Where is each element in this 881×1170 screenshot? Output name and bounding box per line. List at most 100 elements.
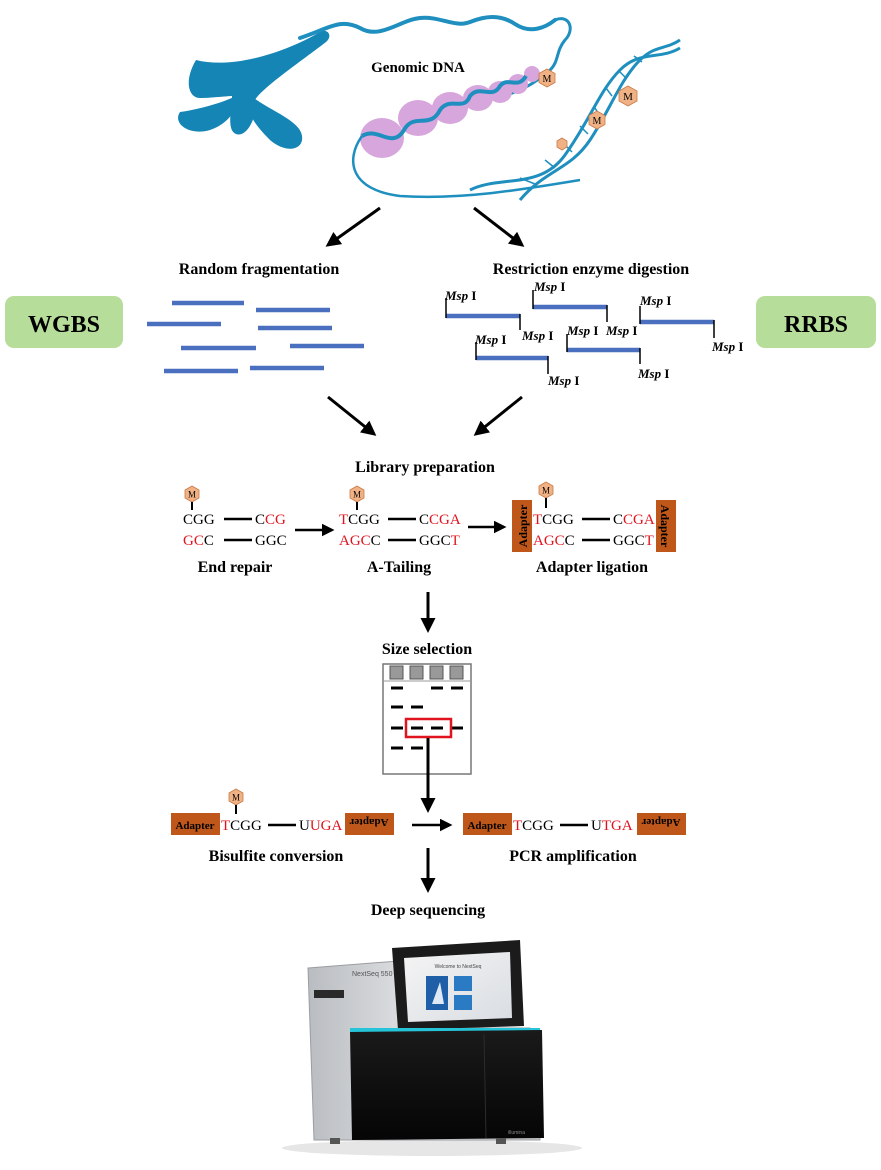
bisulfite-conversion-step: Adapter M TCGG UUGA Adapter Bisulfite co…: [171, 788, 394, 865]
wgbs-label: WGBS: [28, 312, 100, 338]
bisulfite-left-red: T: [221, 818, 230, 834]
bisulfite-conversion-label: Bisulfite conversion: [209, 848, 344, 865]
pcr-right-red: TGA: [602, 818, 633, 834]
svg-text:TCGG: TCGG: [339, 512, 380, 528]
ligation-top-right-black: C: [613, 512, 623, 528]
wgbs-badge: WGBS: [5, 296, 123, 348]
svg-text:TCGG: TCGG: [533, 512, 574, 528]
methyl-mark-label: M: [232, 793, 240, 803]
msp-enzyme-suffix: I: [545, 328, 553, 343]
pcr-amplification-step: Adapter TCGG UTGA Adapter PCR amplificat…: [463, 813, 686, 865]
end-repair-top-left: CGG: [183, 512, 215, 528]
msp-enzyme-name: Msp: [521, 328, 546, 343]
svg-text:TCGG: TCGG: [221, 818, 262, 834]
svg-text:GGCT: GGCT: [419, 533, 460, 549]
msp-enzyme-name: Msp: [547, 373, 572, 388]
nucleosomes: [360, 66, 540, 158]
adapter-ligation-label: Adapter ligation: [536, 559, 648, 576]
ligation-bot-right-black: GGC: [613, 533, 645, 549]
end-repair-top-right-red: CG: [265, 512, 286, 528]
end-repair-label: End repair: [198, 559, 273, 576]
msp-enzyme-suffix: I: [590, 323, 598, 338]
adapter-label: Adapter: [658, 505, 672, 548]
svg-text:Msp I: Msp I: [533, 279, 565, 294]
a-tailing-top-left-black: CGG: [348, 512, 380, 528]
a-tailing-bot-left-black: C: [371, 533, 381, 549]
svg-text:Msp I: Msp I: [639, 293, 671, 308]
msp-enzyme-suffix: I: [629, 323, 637, 338]
msp-labels: Msp I Msp I Msp I Msp I Msp I Msp I Msp …: [444, 279, 743, 388]
svg-text:Msp I: Msp I: [474, 332, 506, 347]
end-repair-bot-left-red: GC: [183, 533, 204, 549]
msp-enzyme-suffix: I: [571, 373, 579, 388]
adapter-label: Adapter: [349, 816, 388, 828]
svg-text:Msp I: Msp I: [711, 339, 743, 354]
adapter-label: Adapter: [516, 504, 530, 547]
svg-text:UTGA: UTGA: [591, 818, 633, 834]
msp-enzyme-suffix: I: [735, 339, 743, 354]
adapter-label: Adapter: [175, 820, 214, 832]
adapter-ligation-step: Adapter M TCGG CCGA AGCC GGCT Adapter Ad…: [512, 481, 676, 576]
svg-text:GGCT: GGCT: [613, 533, 654, 549]
methyl-mark-label: M: [353, 490, 361, 500]
methyl-mark-label: M: [188, 490, 196, 500]
ligation-bot-left-red: AGC: [533, 533, 565, 549]
svg-text:TCGG: TCGG: [513, 818, 554, 834]
msp-enzyme-suffix: I: [468, 288, 476, 303]
end-repair-step: M CGG CCG GCC GGC End repair: [183, 485, 287, 576]
end-repair-bot-right: GGC: [255, 533, 287, 549]
chromosome-icon: [178, 30, 330, 149]
adapter-block-left: [463, 813, 512, 835]
dna-double-helix: [469, 38, 681, 201]
end-repair-bot-left-black: C: [204, 533, 214, 549]
arrow-to-restriction-digestion: [473, 206, 525, 247]
svg-text:Msp I: Msp I: [605, 323, 637, 338]
bisulfite-right-black: U: [299, 818, 310, 834]
svg-text:CGG: CGG: [183, 512, 215, 528]
ligation-top-right-red: CGA: [623, 512, 655, 528]
pcr-left-red: T: [513, 818, 522, 834]
rrbs-badge: RRBS: [756, 296, 876, 348]
methyl-mark-label: M: [543, 74, 552, 85]
a-tailing-step: M TCGG CCGA AGCC GGCT A-Tailing: [339, 485, 461, 576]
msp-enzyme-suffix: I: [498, 332, 506, 347]
svg-text:AGCC: AGCC: [533, 533, 575, 549]
pcr-left-black: CGG: [522, 818, 554, 834]
svg-text:Msp I: Msp I: [566, 323, 598, 338]
svg-text:Msp I: Msp I: [521, 328, 553, 343]
arrow-wgbs-to-library: [327, 395, 377, 436]
svg-text:CCGA: CCGA: [419, 512, 461, 528]
msp-enzyme-name: Msp: [474, 332, 499, 347]
svg-text:CCG: CCG: [255, 512, 286, 528]
a-tailing-top-right-red: CGA: [429, 512, 461, 528]
msp-enzyme-name: Msp: [566, 323, 591, 338]
adapter-block-right: [637, 813, 686, 835]
size-selection-label: Size selection: [382, 641, 472, 658]
a-tailing-bot-left-red: AGC: [339, 533, 371, 549]
bisulfite-left-black: CGG: [230, 818, 262, 834]
screen-welcome-text: Welcome to NextSeq: [435, 964, 482, 970]
methyl-mark-label: M: [593, 116, 602, 127]
adapter-label: Adapter: [641, 816, 680, 828]
sequencer-instrument-image: NextSeq 550 Welcome to NextSeq illumina: [282, 940, 582, 1156]
deep-sequencing-label: Deep sequencing: [371, 902, 485, 919]
methyl-marks: M M M: [538, 68, 638, 151]
svg-text:GCC: GCC: [183, 533, 214, 549]
dna-fiber: [298, 15, 557, 40]
random-fragments: [147, 300, 364, 374]
pcr-amplification-label: PCR amplification: [509, 848, 637, 865]
screen-tiles: [426, 976, 472, 1010]
random-fragmentation-label: Random fragmentation: [179, 261, 340, 278]
a-tailing-top-right-black: C: [419, 512, 429, 528]
bisulfite-right-red: UGA: [310, 818, 343, 834]
a-tailing-bot-right-black: GGC: [419, 533, 451, 549]
adapter-block-right: [656, 500, 676, 552]
arrow-rrbs-to-library: [473, 395, 523, 436]
instrument-model-label: NextSeq 550: [352, 971, 393, 978]
msp-enzyme-suffix: I: [557, 279, 565, 294]
adapter-block-right: [345, 813, 394, 835]
msp-enzyme-name: Msp: [444, 288, 469, 303]
msp-enzyme-name: Msp: [533, 279, 558, 294]
msp-enzyme-name: Msp: [605, 323, 630, 338]
